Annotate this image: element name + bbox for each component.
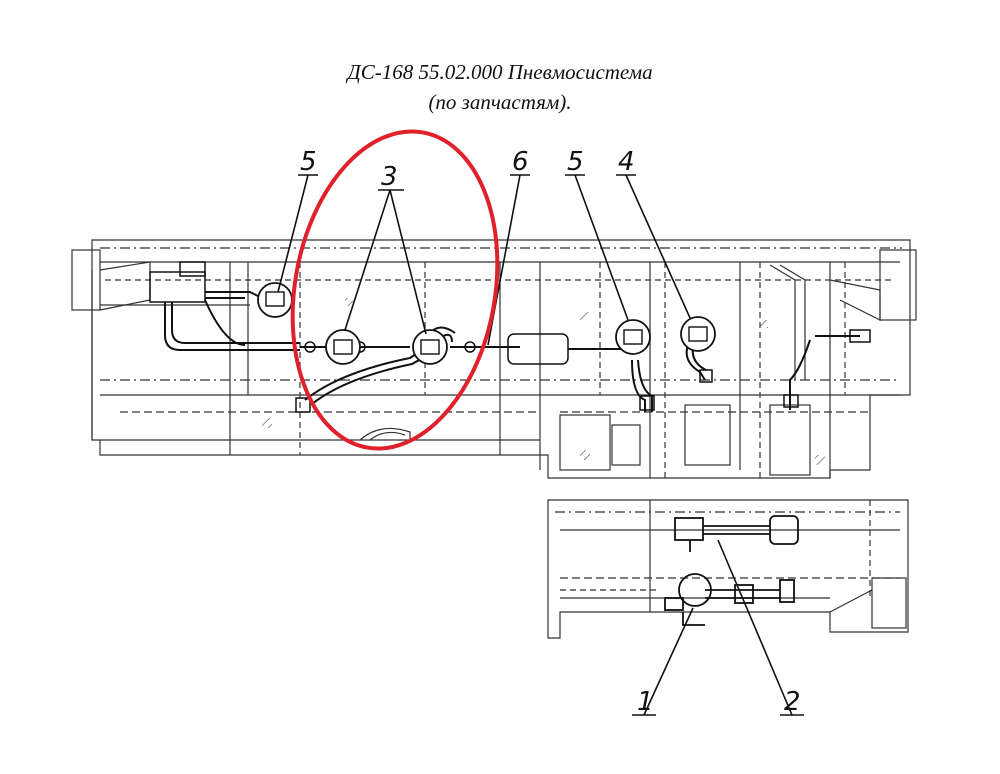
drawing-title-line2: (по запчастям).	[428, 90, 572, 114]
main-frame	[71, 239, 917, 479]
hatched-marks	[262, 298, 825, 465]
lower-components	[664, 515, 799, 626]
callout-4: 4	[618, 147, 635, 177]
air-lines	[149, 261, 871, 413]
highlight-ellipse	[290, 129, 500, 451]
callout-1: 1	[637, 687, 654, 717]
callout-2: 2	[784, 687, 801, 717]
drawing-title-line1: ДС-168 55.02.000 Пневмосистема	[347, 60, 653, 84]
callout-6: 6	[512, 147, 529, 177]
callout-numbers: 5 3 6 5 4 1 2	[300, 147, 801, 717]
receiver-chambers	[257, 282, 716, 365]
callout-5-right: 5	[567, 147, 584, 177]
lower-frame	[547, 499, 909, 639]
callout-5-left: 5	[300, 147, 317, 177]
callout-3: 3	[381, 162, 398, 192]
